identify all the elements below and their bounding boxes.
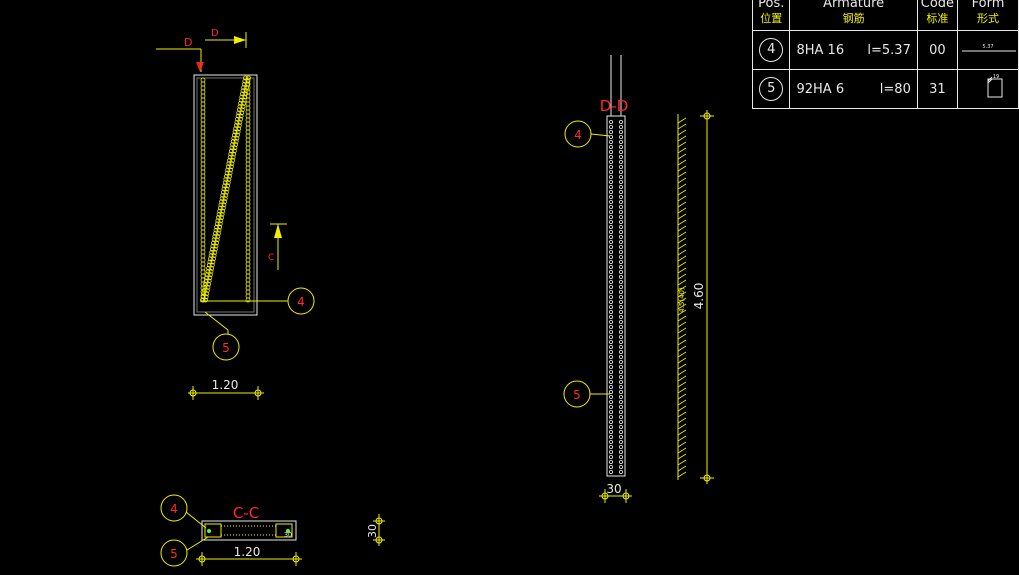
rebar-chain-left (200, 77, 206, 303)
elevation-view: D D C 4 5 1.20 (156, 28, 315, 400)
row-pos-cell: 4 (751, 30, 791, 70)
header-form: Form 形式 (956, 0, 1019, 31)
row-code: 31 (916, 69, 958, 109)
dim-width-section-cc: 1.20 (234, 545, 261, 559)
shape-dim-label: 19 (993, 74, 999, 80)
rebar-diagonal (200, 75, 251, 303)
row-count-dia: 8HA 16 (796, 42, 845, 58)
hatch-strip (677, 117, 687, 478)
header-code: Code 标准 (916, 0, 958, 31)
header-armature: Armature 钢筋 (789, 0, 918, 31)
table-header-row: Pos. 位置 Armature 钢筋 Code 标准 Form 形式 (751, 0, 1019, 31)
shape-length-label: 5.37 (982, 44, 993, 50)
dim-small-height: 4.5(40) (678, 287, 686, 313)
row-form-cell: 19 (956, 69, 1019, 109)
row-armature-cell: 92HA 6 l=80 (789, 69, 918, 109)
section-dd-title: D-D (600, 97, 629, 115)
rebar-chain-right (245, 77, 251, 303)
section-dd-bubble-5: 5 (573, 388, 581, 402)
bubble-5-label: 5 (222, 341, 230, 355)
section-cc-small-30: 30 (284, 531, 292, 539)
dim-thickness-section-dd: 30 (606, 482, 621, 496)
header-pos: Pos. 位置 (751, 0, 791, 31)
bubble-4-label: 4 (297, 295, 305, 309)
row-form-cell: 5.37 (956, 30, 1019, 70)
row-count-dia: 92HA 6 (796, 81, 845, 97)
bar-shape-straight-icon: 5.37 (961, 44, 1016, 52)
cut-label-c: C (268, 253, 274, 263)
row-length: l=80 (879, 81, 911, 97)
section-dd-rebar (609, 120, 624, 474)
dim-thickness-section-cc: 30 (366, 524, 379, 538)
section-cc: C-C 4 5 30 1.20 30 (160, 494, 385, 567)
dim-width-elevation: 1.20 (212, 378, 239, 392)
row-pos-cell: 5 (751, 69, 791, 109)
section-cc-title: C-C (233, 504, 259, 522)
bar-schedule-table: Pos. 位置 Armature 钢筋 Code 标准 Form 形式 4 8H… (751, 0, 1019, 109)
section-dd-bubble-4: 4 (574, 128, 582, 142)
section-cc-bubble-4: 4 (170, 502, 178, 516)
row-length: l=5.37 (867, 42, 911, 58)
pos-bubble: 5 (759, 77, 784, 101)
section-dd: D-D 4 5 30 4.5(40) 4.60 (563, 55, 714, 503)
cut-label-d-left: D (184, 36, 192, 49)
bar-shape-stirrup-icon: 19 (987, 74, 1003, 98)
row-code: 00 (916, 30, 958, 70)
table-row[interactable]: 4 8HA 16 l=5.37 00 5.37 (751, 30, 1019, 70)
row-armature-cell: 8HA 16 l=5.37 (789, 30, 918, 70)
dim-height-section-dd: 4.60 (692, 283, 706, 310)
section-cc-bubble-5: 5 (170, 547, 178, 561)
table-row[interactable]: 5 92HA 6 l=80 31 19 (751, 69, 1019, 109)
cut-label-d-right: D (211, 28, 219, 39)
pos-bubble: 4 (759, 38, 784, 62)
